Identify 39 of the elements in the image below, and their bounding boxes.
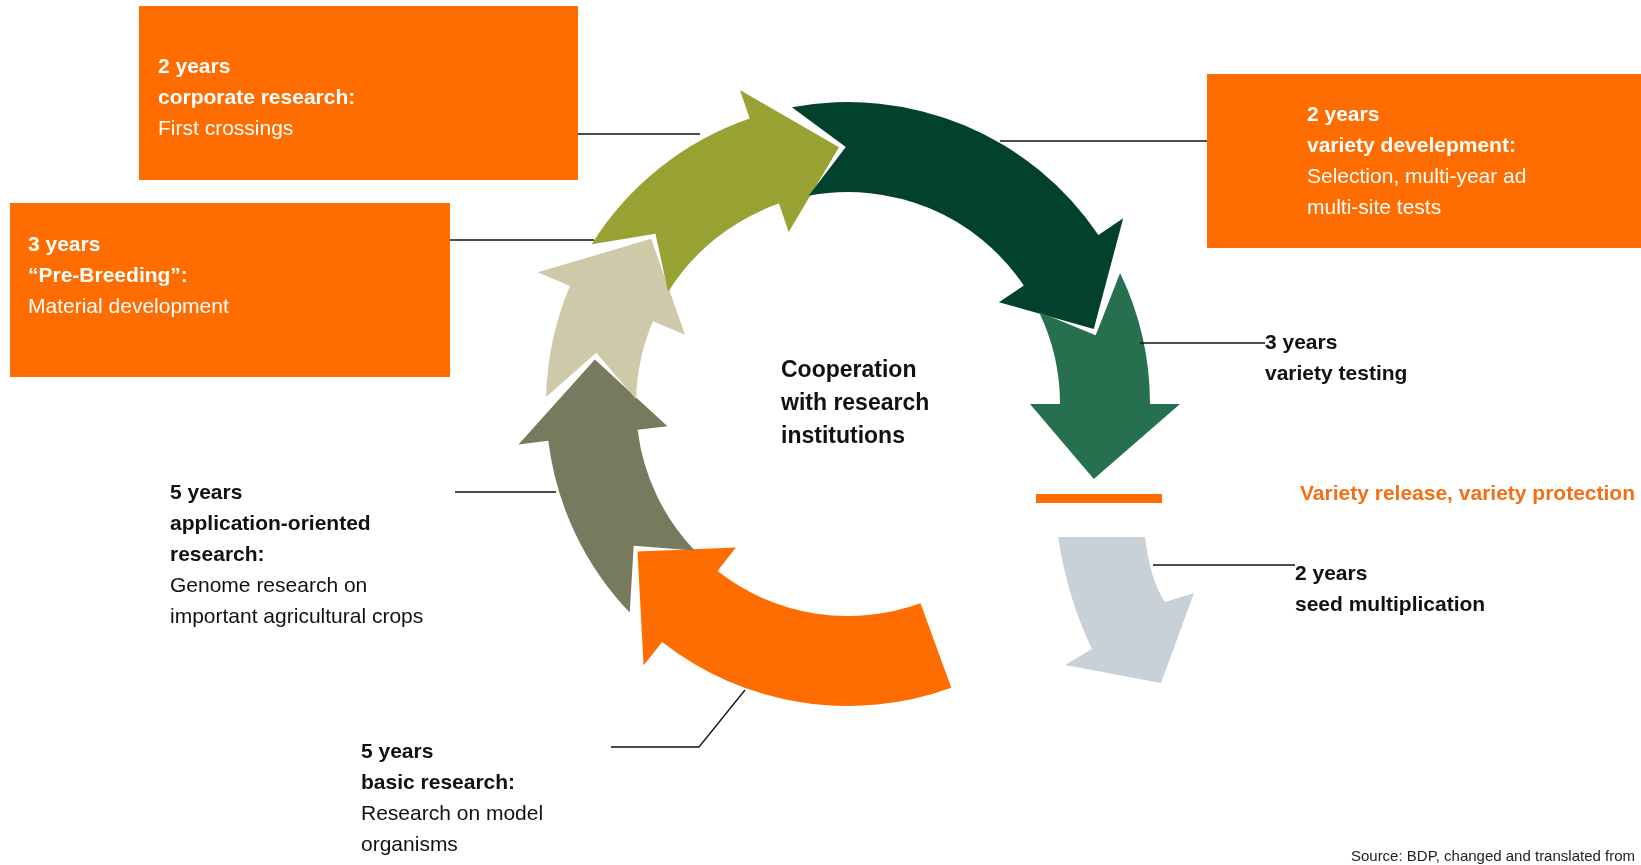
stage-heading: “Pre-Breeding”: — [28, 262, 188, 288]
duration-label: 2 years — [158, 53, 231, 79]
info-box — [10, 203, 450, 377]
stage-heading: seed multiplication — [1295, 591, 1486, 617]
duration-label: 2 years — [1295, 560, 1368, 586]
duration-label: 3 years — [28, 231, 101, 257]
center-label: Cooperation with research institutions — [781, 355, 931, 450]
stage-description: Selection, multi-year ad multi-site tests — [1307, 163, 1528, 220]
stage-description: Material development — [28, 293, 229, 319]
leader-line — [1152, 564, 1296, 566]
leader-line — [1139, 342, 1266, 344]
stage-heading: corporate research: — [158, 84, 356, 110]
leader-line — [610, 689, 746, 748]
stage-description: Genome research on important agricultural crops — [170, 572, 425, 629]
cycle-segment — [537, 238, 686, 400]
leader-line — [449, 239, 595, 241]
leader-line — [577, 133, 701, 135]
cycle-segment — [791, 102, 1124, 329]
info-box — [1207, 74, 1641, 248]
duration-label: 5 years — [170, 479, 243, 505]
cycle-segment — [637, 547, 952, 706]
cycle-segment — [591, 90, 839, 292]
cycle-segment — [518, 359, 695, 613]
stage-description: Research on model organisms — [361, 800, 545, 857]
stage-heading: variety testing — [1265, 360, 1408, 386]
milestone-label: Variety release, variety protection — [1300, 481, 1635, 505]
source-note: Source: BDP, changed and translated from — [1350, 847, 1635, 865]
duration-label: 2 years — [1307, 101, 1380, 127]
stage-description: First crossings — [158, 115, 294, 141]
leader-line — [999, 140, 1208, 142]
leader-line — [454, 491, 557, 493]
cycle-segment — [1058, 537, 1194, 683]
duration-label: 5 years — [361, 738, 434, 764]
stage-heading: application-oriented research: — [170, 510, 372, 567]
duration-label: 3 years — [1265, 329, 1338, 355]
stage-heading: variety develepment: — [1307, 132, 1516, 158]
info-box — [139, 6, 578, 180]
cycle-segment — [1030, 273, 1180, 480]
stage-heading: basic research: — [361, 769, 516, 795]
